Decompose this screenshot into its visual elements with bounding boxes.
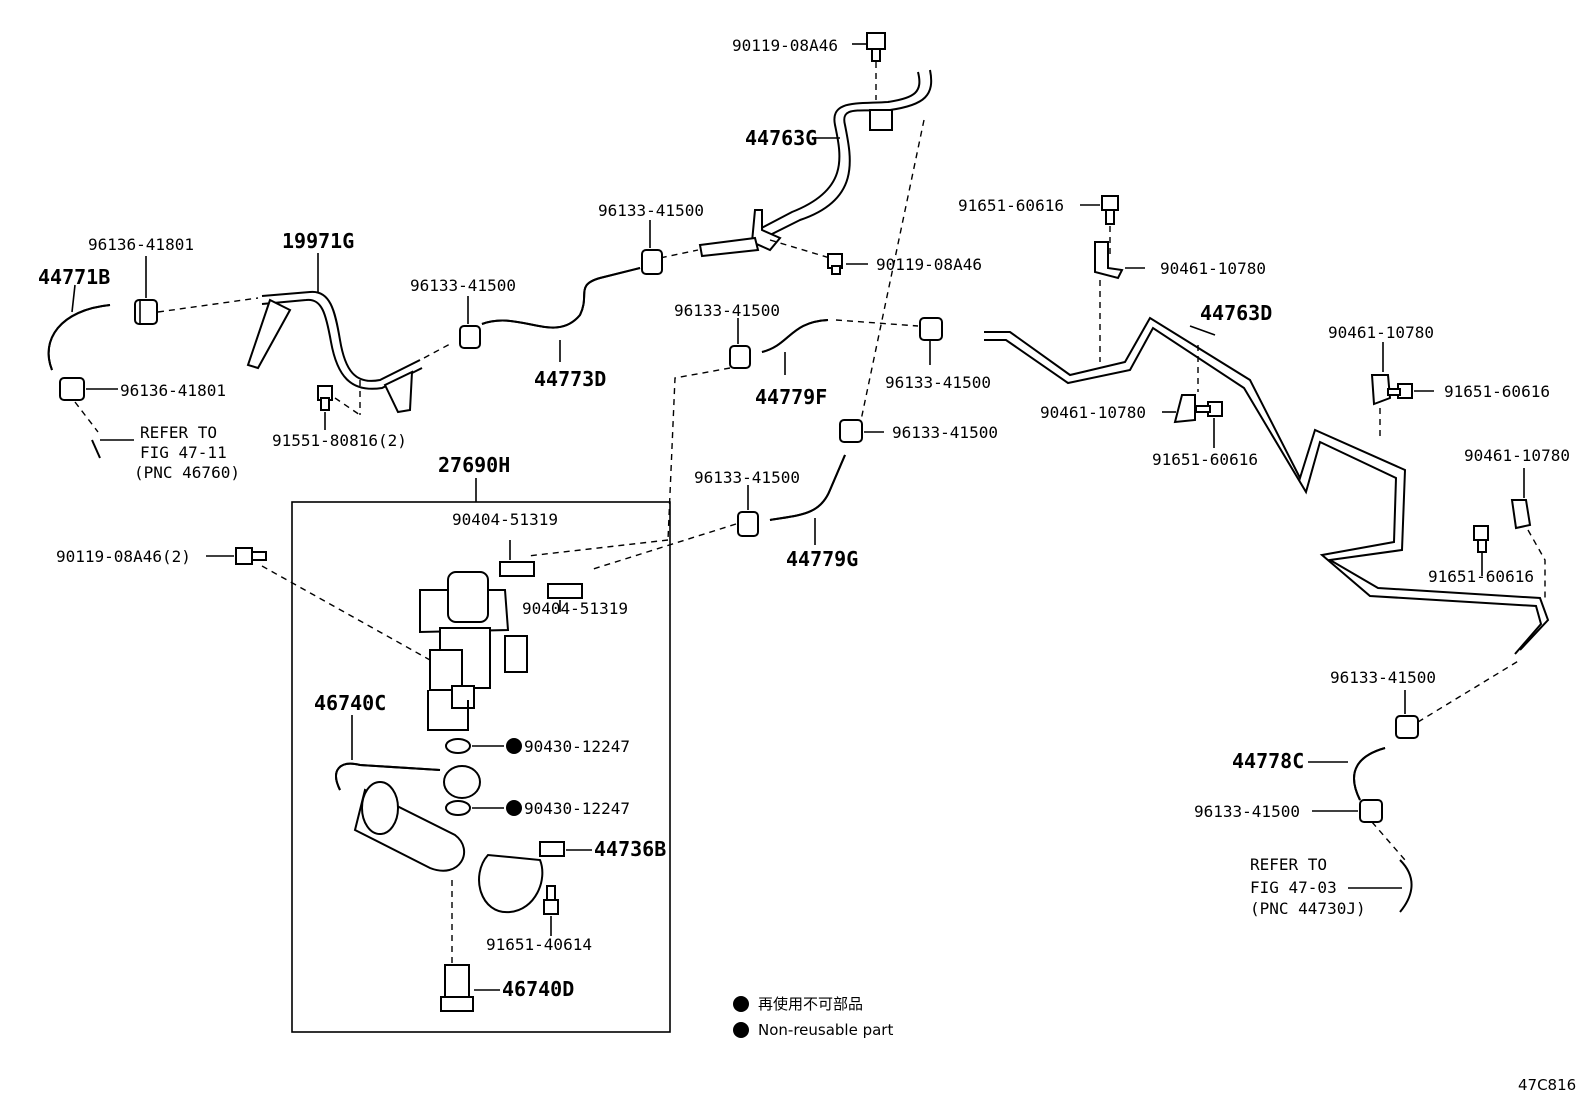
label-46740C: 46740C <box>314 691 386 715</box>
refer-left-line3: (PNC 46760) <box>134 463 240 482</box>
clip-90461-b <box>1173 394 1196 424</box>
label-90119-2: 90119-08A46(2) <box>56 547 191 566</box>
assembly-box-27690H <box>291 501 671 1033</box>
label-90119-mid: 90119-08A46 <box>876 255 982 274</box>
label-90119-top: 90119-08A46 <box>732 36 838 55</box>
label-90404-b: 90404-51319 <box>522 599 628 618</box>
label-27690H: 27690H <box>438 453 510 477</box>
label-96133-d: 96133-41500 <box>885 373 991 392</box>
clamp-96133-c <box>729 345 751 369</box>
label-46740D: 46740D <box>502 977 574 1001</box>
clamp-96136-b <box>59 377 85 401</box>
union-90404-b <box>547 583 583 599</box>
label-44736B: 44736B <box>594 837 666 861</box>
label-44773D: 44773D <box>534 367 606 391</box>
label-96136-a: 96136-41801 <box>88 235 194 254</box>
bolt-91651-c <box>1387 383 1413 399</box>
clamp-96133-e <box>839 419 863 443</box>
bolt-91651-d <box>1473 525 1489 553</box>
refer-right-line2: FIG 47-03 <box>1250 878 1337 897</box>
bolt-91651-a <box>1101 195 1119 225</box>
label-44771B: 44771B <box>38 265 110 289</box>
bolt-46740D <box>440 964 474 1012</box>
label-96133-c: 96133-41500 <box>674 301 780 320</box>
vsv-valve <box>419 571 528 731</box>
clamp-96133-g <box>1395 715 1419 739</box>
label-44779F: 44779F <box>755 385 827 409</box>
part-90119-bolt-mid <box>827 253 843 275</box>
clamp-96133-d <box>919 317 943 341</box>
label-90461-c: 90461-10780 <box>1040 403 1146 422</box>
label-90430-b: 90430-12247 <box>524 799 630 818</box>
clamp-96133-b <box>459 325 481 349</box>
label-19971G: 19971G <box>282 229 354 253</box>
clip-90461-c <box>1370 374 1392 406</box>
clamp-96136-a <box>134 299 158 325</box>
label-44779G: 44779G <box>786 547 858 571</box>
gasket-90430-b <box>445 800 471 816</box>
hose-44779F <box>761 319 829 353</box>
label-91651-40614: 91651-40614 <box>486 935 592 954</box>
refer-left-line2: FIG 47-11 <box>140 443 227 462</box>
clamp-96133-f <box>737 511 759 537</box>
label-90461-b: 90461-10780 <box>1328 323 1434 342</box>
union-90404-a <box>499 561 535 577</box>
bolt-91551 <box>317 385 333 411</box>
diagram-id: 47C816 <box>1518 1076 1576 1094</box>
bolt-91651-b <box>1195 401 1223 417</box>
part-90119-bolt-top <box>866 32 886 62</box>
pipe-44763D <box>984 316 1550 655</box>
clip-90461-d <box>1510 499 1532 530</box>
label-96133-a: 96133-41500 <box>598 201 704 220</box>
label-91651-c: 91651-60616 <box>1152 450 1258 469</box>
hose-46740C <box>335 762 481 799</box>
label-96136-b: 96136-41801 <box>120 381 226 400</box>
label-90461-a: 90461-10780 <box>1160 259 1266 278</box>
label-96133-f: 96133-41500 <box>694 468 800 487</box>
refer-left-line1: REFER TO <box>140 423 217 442</box>
hose-44778C <box>1353 747 1386 801</box>
hose-44771B <box>47 304 111 371</box>
clamp-96133-a <box>641 249 663 275</box>
label-90430-a: 90430-12247 <box>524 737 630 756</box>
bracket-44736B <box>478 841 565 914</box>
label-91651-d: 91651-60616 <box>1428 567 1534 586</box>
legend-jp: 再使用不可部品 <box>758 995 863 1013</box>
refer-right-line1: REFER TO <box>1250 855 1327 874</box>
pipe-19971G <box>246 290 423 414</box>
bolt-90119-2 <box>235 547 267 565</box>
legend-en: Non-reusable part <box>758 1021 893 1039</box>
hose-44779G <box>769 454 846 521</box>
label-44778C: 44778C <box>1232 749 1304 773</box>
label-91551: 91551-80816(2) <box>272 431 407 450</box>
pipe-44763G <box>698 69 933 258</box>
label-91651-b: 91651-60616 <box>1444 382 1550 401</box>
gasket-90430-a <box>445 738 471 754</box>
refer-right-line3: (PNC 44730J) <box>1250 899 1366 918</box>
canister <box>353 781 466 872</box>
label-90404-a: 90404-51319 <box>452 510 558 529</box>
label-96133-h: 96133-41500 <box>1194 802 1300 821</box>
label-96133-g: 96133-41500 <box>1330 668 1436 687</box>
label-90461-d: 90461-10780 <box>1464 446 1570 465</box>
label-96133-e: 96133-41500 <box>892 423 998 442</box>
clamp-96133-h <box>1359 799 1383 823</box>
label-91651-a: 91651-60616 <box>958 196 1064 215</box>
bolt-91651-40614 <box>543 885 559 915</box>
label-44763D: 44763D <box>1200 301 1272 325</box>
hose-44773D <box>481 267 641 329</box>
label-44763G: 44763G <box>745 126 817 150</box>
label-96133-b: 96133-41500 <box>410 276 516 295</box>
clip-90461-a <box>1094 241 1124 280</box>
